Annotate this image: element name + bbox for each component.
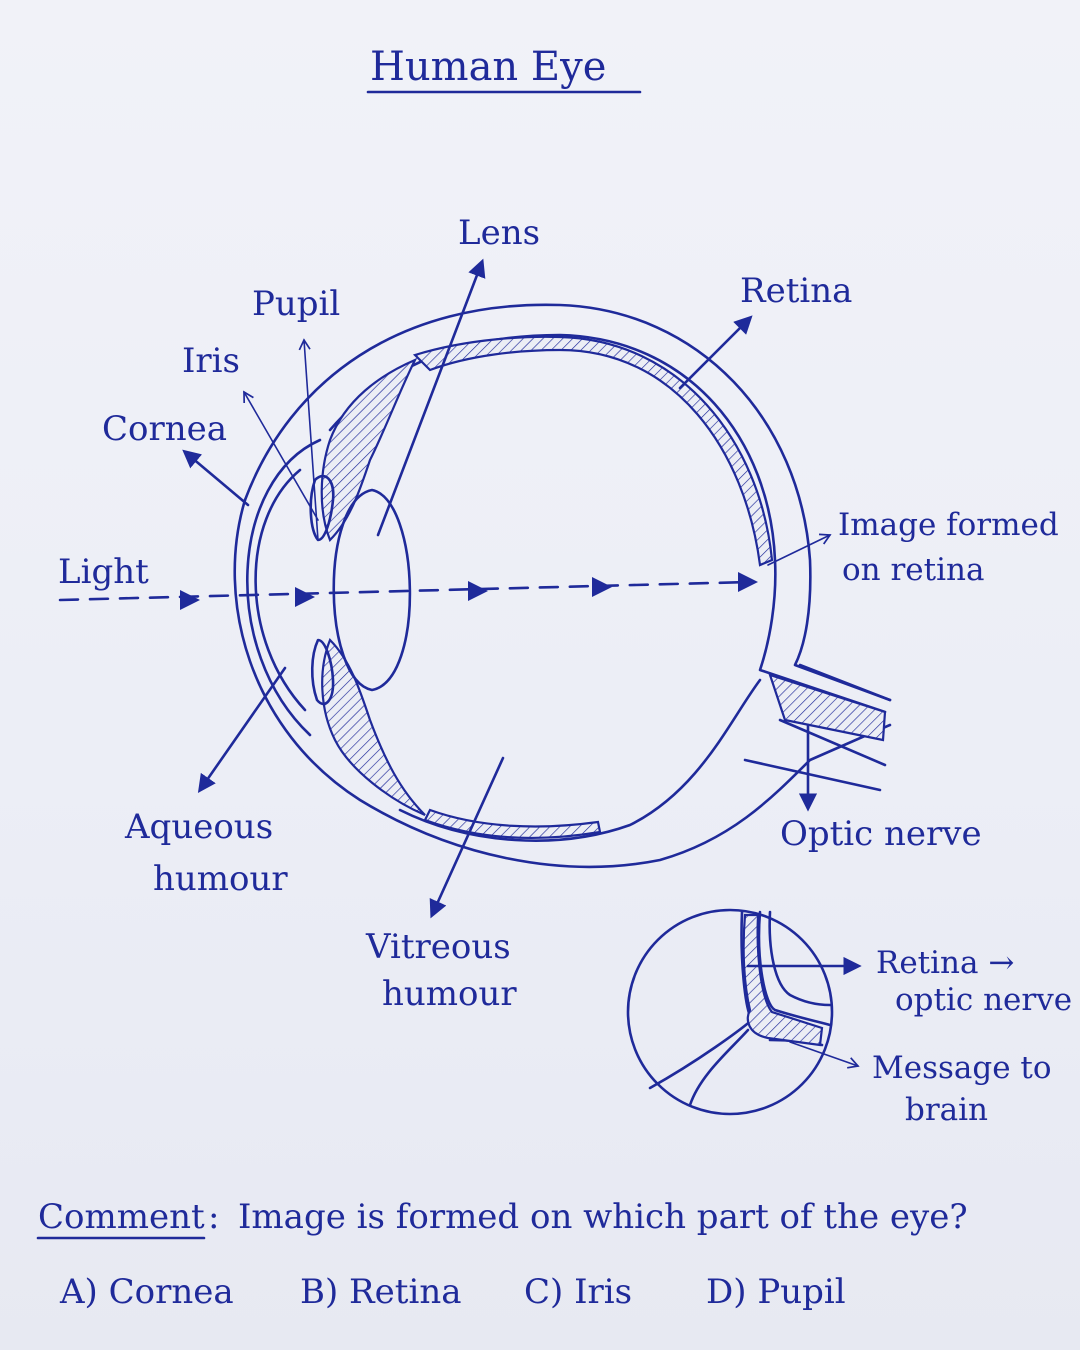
optic-nerve-mid (778, 718, 887, 767)
optic-nerve-bottom (743, 758, 882, 792)
label-pupil: Pupil (252, 284, 340, 324)
light-arrow-5 (738, 572, 758, 592)
inset-layer-4 (688, 1028, 750, 1107)
light-ray (58, 580, 752, 602)
label-image-formed-line1: Image formed (838, 507, 1059, 543)
light-arrow-3 (468, 581, 488, 601)
inset-layer-1 (648, 910, 754, 1090)
light-arrow-1 (180, 590, 200, 610)
diagram-title: Human Eye (370, 44, 606, 90)
label-cornea: Cornea (102, 409, 227, 449)
label-vitreous-line1: Vitreous (365, 927, 511, 967)
retina-band (412, 335, 774, 567)
label-light: Light (58, 552, 149, 592)
inset-label-optic-nerve: optic nerve (895, 982, 1072, 1018)
option-d: D) Pupil (706, 1272, 846, 1312)
retina-band-bottom (423, 808, 602, 839)
image-formed-pointer (767, 533, 832, 566)
inset-layer-2 (757, 910, 832, 1027)
option-b: B) Retina (300, 1272, 461, 1312)
optic-nerve-top (798, 663, 892, 702)
pupil-pointer (298, 338, 319, 541)
label-aqueous-line2: humour (153, 859, 288, 899)
label-image-formed-line2: on retina (842, 552, 984, 588)
label-iris: Iris (182, 341, 240, 381)
question-prefix: Comment (38, 1197, 205, 1237)
inset-label-retina: Retina → (876, 945, 1014, 981)
lens-shape (332, 488, 412, 692)
cornea-inner (254, 468, 307, 712)
cornea-outer (246, 438, 322, 737)
light-arrow-4 (592, 577, 612, 597)
label-retina: Retina (740, 271, 852, 311)
ciliary-body-bottom (321, 638, 426, 817)
inset-layer-3 (768, 910, 832, 1007)
iris-bottom (310, 638, 335, 706)
option-a: A) Cornea (59, 1272, 234, 1312)
inset-circle (626, 908, 834, 1116)
iris-top (309, 474, 335, 542)
inset-label-brain: brain (905, 1092, 988, 1128)
aqueous-pointer (197, 666, 287, 793)
question-colon: : (208, 1197, 219, 1237)
lens-pointer (376, 258, 486, 537)
cornea-pointer (182, 449, 250, 507)
sclera-outer-top (243, 303, 892, 702)
label-aqueous-line1: Aqueous (124, 807, 273, 847)
inset-message-pointer (789, 1041, 860, 1069)
option-c: C) Iris (524, 1272, 632, 1312)
optic-nerve-fibres (768, 673, 887, 742)
iris-pointer (243, 390, 319, 521)
retina-pointer (678, 315, 753, 390)
label-vitreous-line2: humour (382, 974, 517, 1014)
label-lens: Lens (458, 213, 540, 253)
question-text: Image is formed on which part of the eye… (238, 1197, 968, 1237)
light-arrow-2 (295, 587, 315, 607)
inset-label-message: Message to (872, 1050, 1052, 1086)
retina-inner-top (328, 333, 887, 714)
label-optic-nerve: Optic nerve (780, 814, 982, 854)
vitreous-pointer (429, 756, 505, 919)
ciliary-body-top (320, 357, 418, 542)
inset-hatch (742, 913, 824, 1047)
